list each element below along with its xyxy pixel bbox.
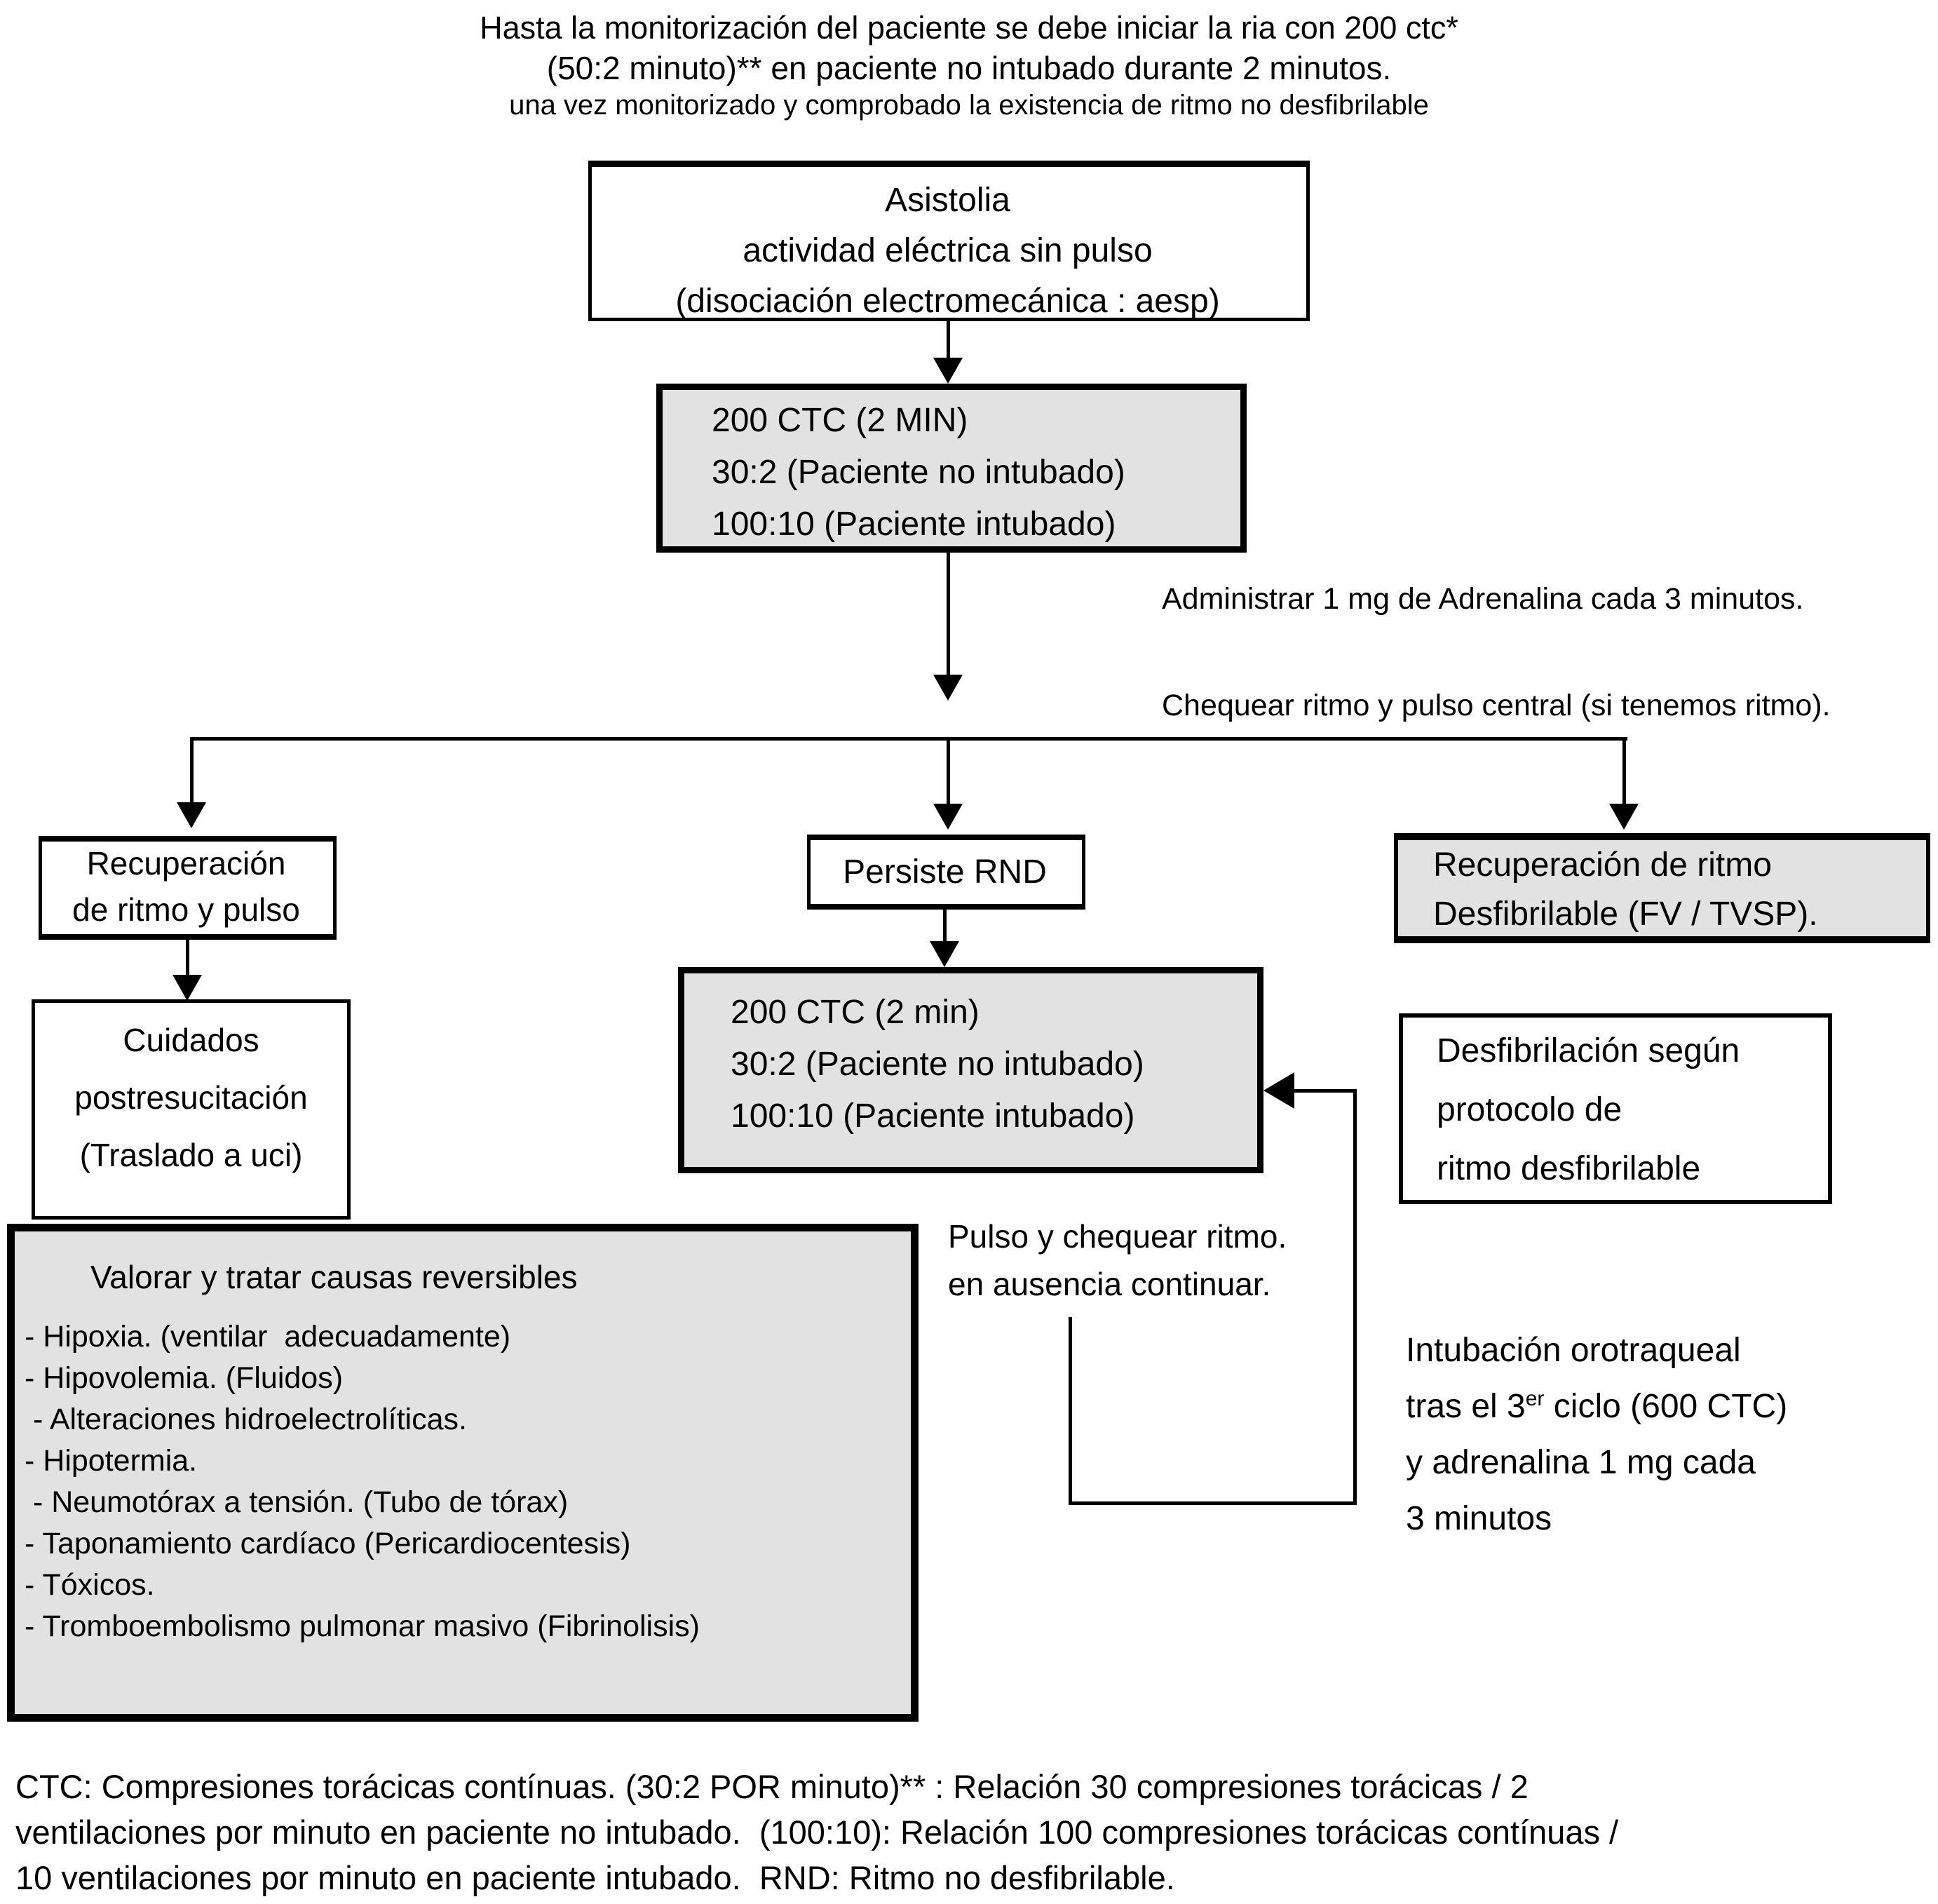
- cuidados-line-1: Cuidados: [123, 1022, 259, 1058]
- valorar-box: Valorar y tratar causas reversibles - Hi…: [7, 1224, 919, 1722]
- loop-line-top: [1294, 1089, 1357, 1093]
- connector-line: [947, 737, 950, 805]
- ctc-repeat-line-2: 30:2 (Paciente no intubado): [731, 1046, 1144, 1083]
- connector-line: [947, 553, 950, 676]
- recuperacion-pulso-line-1: Recuperación: [86, 845, 286, 882]
- arrowhead-down-icon: [933, 358, 963, 384]
- pulso-note-line-2: en ausencia continuar.: [948, 1266, 1271, 1302]
- ctc-repeat-line-1: 200 CTC (2 min): [731, 994, 980, 1031]
- cuidados-line-3: (Traslado a uci): [79, 1137, 303, 1173]
- ctc-initial-line-1: 200 CTC (2 MIN): [712, 402, 968, 439]
- loop-line-vertical-left: [1069, 1317, 1072, 1505]
- valorar-item: - Taponamiento cardíaco (Pericardiocente…: [25, 1527, 631, 1560]
- footer-line-2: ventilaciones por minuto en paciente no …: [15, 1814, 1619, 1851]
- ctc-initial-line-3: 100:10 (Paciente intubado): [712, 506, 1116, 543]
- loop-line-bottom: [1069, 1501, 1357, 1505]
- desfibrilacion-line-1: Desfibrilación según: [1437, 1032, 1740, 1069]
- recuperacion-pulso-line-2: de ritmo y pulso: [72, 891, 300, 928]
- persiste-rnd-label: Persiste RND: [843, 853, 1047, 891]
- valorar-item: - Hipotermia.: [25, 1444, 198, 1478]
- intubacion-line2-pre: tras el 3: [1406, 1388, 1526, 1425]
- header-line-1: Hasta la monitorización del paciente se …: [480, 10, 1458, 46]
- connector-line: [947, 321, 950, 358]
- arrowhead-down-icon: [930, 941, 959, 967]
- valorar-item: - Hipoxia. (ventilar adecuadamente): [25, 1320, 511, 1353]
- recuperacion-desfibrilable-line-2: Desfibrilable (FV / TVSP).: [1433, 896, 1818, 933]
- valorar-item: - Neumotórax a tensión. (Tubo de tórax): [25, 1485, 569, 1519]
- arrowhead-down-icon: [933, 675, 963, 701]
- intubacion-note-line-4: 3 minutos: [1406, 1500, 1552, 1537]
- footer-line-1: CTC: Compresiones torácicas contínuas. (…: [15, 1768, 1529, 1805]
- recuperacion-desfibrilable-box: Recuperación de ritmo Desfibrilable (FV …: [1394, 833, 1930, 943]
- ctc-repeat-box: 200 CTC (2 min) 30:2 (Paciente no intuba…: [678, 967, 1263, 1173]
- cuidados-box: Cuidados postresucitación (Traslado a uc…: [32, 999, 351, 1220]
- ctc-initial-box: 200 CTC (2 MIN) 30:2 (Paciente no intuba…: [656, 384, 1247, 553]
- connector-line: [190, 737, 194, 804]
- intubacion-note-line-1: Intubación orotraqueal: [1406, 1332, 1741, 1369]
- recuperacion-desfibrilable-line-1: Recuperación de ritmo: [1433, 846, 1772, 884]
- persiste-rnd-box: Persiste RND: [807, 835, 1085, 910]
- ctc-initial-line-2: 30:2 (Paciente no intubado): [712, 454, 1125, 491]
- branch-horizontal-line: [191, 737, 1627, 741]
- arrowhead-left-icon: [1263, 1072, 1294, 1109]
- valorar-title: Valorar y tratar causas reversibles: [90, 1259, 578, 1295]
- header-line-2: (50:2 minuto)** en paciente no intubado …: [546, 50, 1392, 86]
- desfibrilacion-box: Desfibrilación según protocolo de ritmo …: [1399, 1013, 1832, 1204]
- valorar-item: - Hipovolemia. (Fluidos): [25, 1361, 344, 1395]
- valorar-item: - Tromboembolismo pulmonar masivo (Fibri…: [25, 1609, 700, 1643]
- intubacion-line2-post: ciclo (600 CTC): [1544, 1388, 1788, 1425]
- connector-line: [186, 940, 189, 976]
- desfibrilacion-line-3: ritmo desfibrilable: [1437, 1150, 1701, 1187]
- recuperacion-pulso-box: Recuperación de ritmo y pulso: [39, 836, 337, 940]
- adrenalina-note: Administrar 1 mg de Adrenalina cada 3 mi…: [1162, 582, 1804, 616]
- loop-line-vertical-right: [1353, 1089, 1357, 1505]
- connector-line: [1622, 737, 1626, 805]
- arrowhead-down-icon: [172, 975, 202, 1001]
- connector-line: [943, 910, 947, 943]
- footer-line-3: 10 ventilaciones por minuto en paciente …: [15, 1859, 1175, 1896]
- header-line-3: una vez monitorizado y comprobado la exi…: [509, 90, 1429, 121]
- arrowhead-down-icon: [933, 804, 963, 830]
- valorar-item: - Alteraciones hidroelectrolíticas.: [25, 1403, 467, 1436]
- asistolia-line-3: (disociación electromecánica : aesp): [675, 283, 1220, 320]
- desfibrilacion-line-2: protocolo de: [1437, 1091, 1622, 1128]
- asistolia-box: Asistolia actividad eléctrica sin pulso …: [588, 161, 1310, 321]
- arrowhead-down-icon: [1609, 804, 1639, 830]
- asistolia-line-1: Asistolia: [885, 182, 1010, 219]
- chequear-note: Chequear ritmo y pulso central (si tenem…: [1162, 689, 1831, 722]
- arrowhead-down-icon: [177, 802, 206, 828]
- valorar-item: - Tóxicos.: [25, 1568, 155, 1602]
- intubacion-note-line-3: y adrenalina 1 mg cada: [1406, 1444, 1756, 1481]
- intubacion-line2-superscript: er: [1525, 1387, 1545, 1410]
- cuidados-line-2: postresucitación: [74, 1079, 308, 1116]
- asistolia-line-2: actividad eléctrica sin pulso: [743, 232, 1153, 269]
- pulso-note-line-1: Pulso y chequear ritmo.: [948, 1218, 1287, 1255]
- intubacion-note-line-2: tras el 3er ciclo (600 CTC): [1406, 1387, 1787, 1426]
- ctc-repeat-line-3: 100:10 (Paciente intubado): [731, 1098, 1135, 1135]
